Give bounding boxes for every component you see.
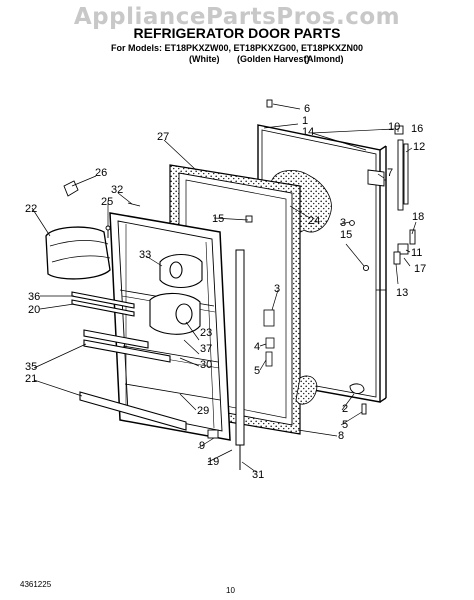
callout-36: 36 [28,291,40,303]
document-number: 4361225 [20,580,52,589]
callout-21: 21 [25,373,37,385]
callout-4: 4 [254,341,260,353]
leader-lines [31,103,417,473]
callout-5: 5 [254,365,260,377]
callout-5: 5 [342,419,348,431]
callout-37: 37 [200,343,212,355]
callout-17: 17 [414,263,426,275]
callout-13: 13 [396,287,408,299]
small-hardware [63,99,416,439]
callout-27: 27 [157,131,169,143]
callout-2: 2 [342,403,348,415]
upper-door-bin [45,226,111,280]
callout-labels: 2726322522333620352123373029919318526114… [25,103,426,481]
callout-3: 3 [340,217,346,229]
callout-20: 20 [28,304,40,316]
hinge-parts [263,309,318,405]
watermark: AppliancePartsPros.com [73,4,401,30]
callout-35: 35 [25,361,37,373]
callout-25: 25 [101,196,113,208]
callout-3: 3 [274,283,280,295]
callout-1: 1 [302,115,308,127]
dairy-compartment [159,253,203,289]
callout-24: 24 [308,215,320,227]
shelf-retainers [71,291,187,431]
callout-7: 7 [387,167,393,179]
callout-22: 22 [25,203,37,215]
page-title: REFRIGERATOR DOOR PARTS [133,25,341,41]
callout-15: 15 [340,229,352,241]
callout-16: 16 [411,123,423,135]
variant-white: (White) [189,54,220,64]
callout-19: 19 [207,456,219,468]
callout-15: 15 [212,213,224,225]
callout-26: 26 [95,167,107,179]
callout-18: 18 [412,211,424,223]
variant-golden-harvest: (Golden Harvest) [237,54,310,64]
callout-11: 11 [411,247,422,259]
callout-29: 29 [197,405,209,417]
butter-compartment [149,292,201,335]
callout-33: 33 [139,249,151,261]
callout-12: 12 [413,141,425,153]
variant-line: (White) (Golden Harvest) (Almond) [0,54,474,66]
page-number: 10 [226,586,235,595]
door-breaker-strip [235,249,245,470]
models-line: For Models: ET18PKXZW00, ET18PKXZG00, ET… [110,43,364,53]
callout-8: 8 [338,430,344,442]
callout-32: 32 [111,184,123,196]
variant-almond: (Almond) [304,54,344,64]
callout-23: 23 [200,327,212,339]
callout-9: 9 [199,440,205,452]
callout-6: 6 [304,103,310,115]
callout-10: 10 [388,121,400,133]
callout-30: 30 [200,359,212,371]
callout-14: 14 [302,126,314,138]
callout-31: 31 [252,469,264,481]
